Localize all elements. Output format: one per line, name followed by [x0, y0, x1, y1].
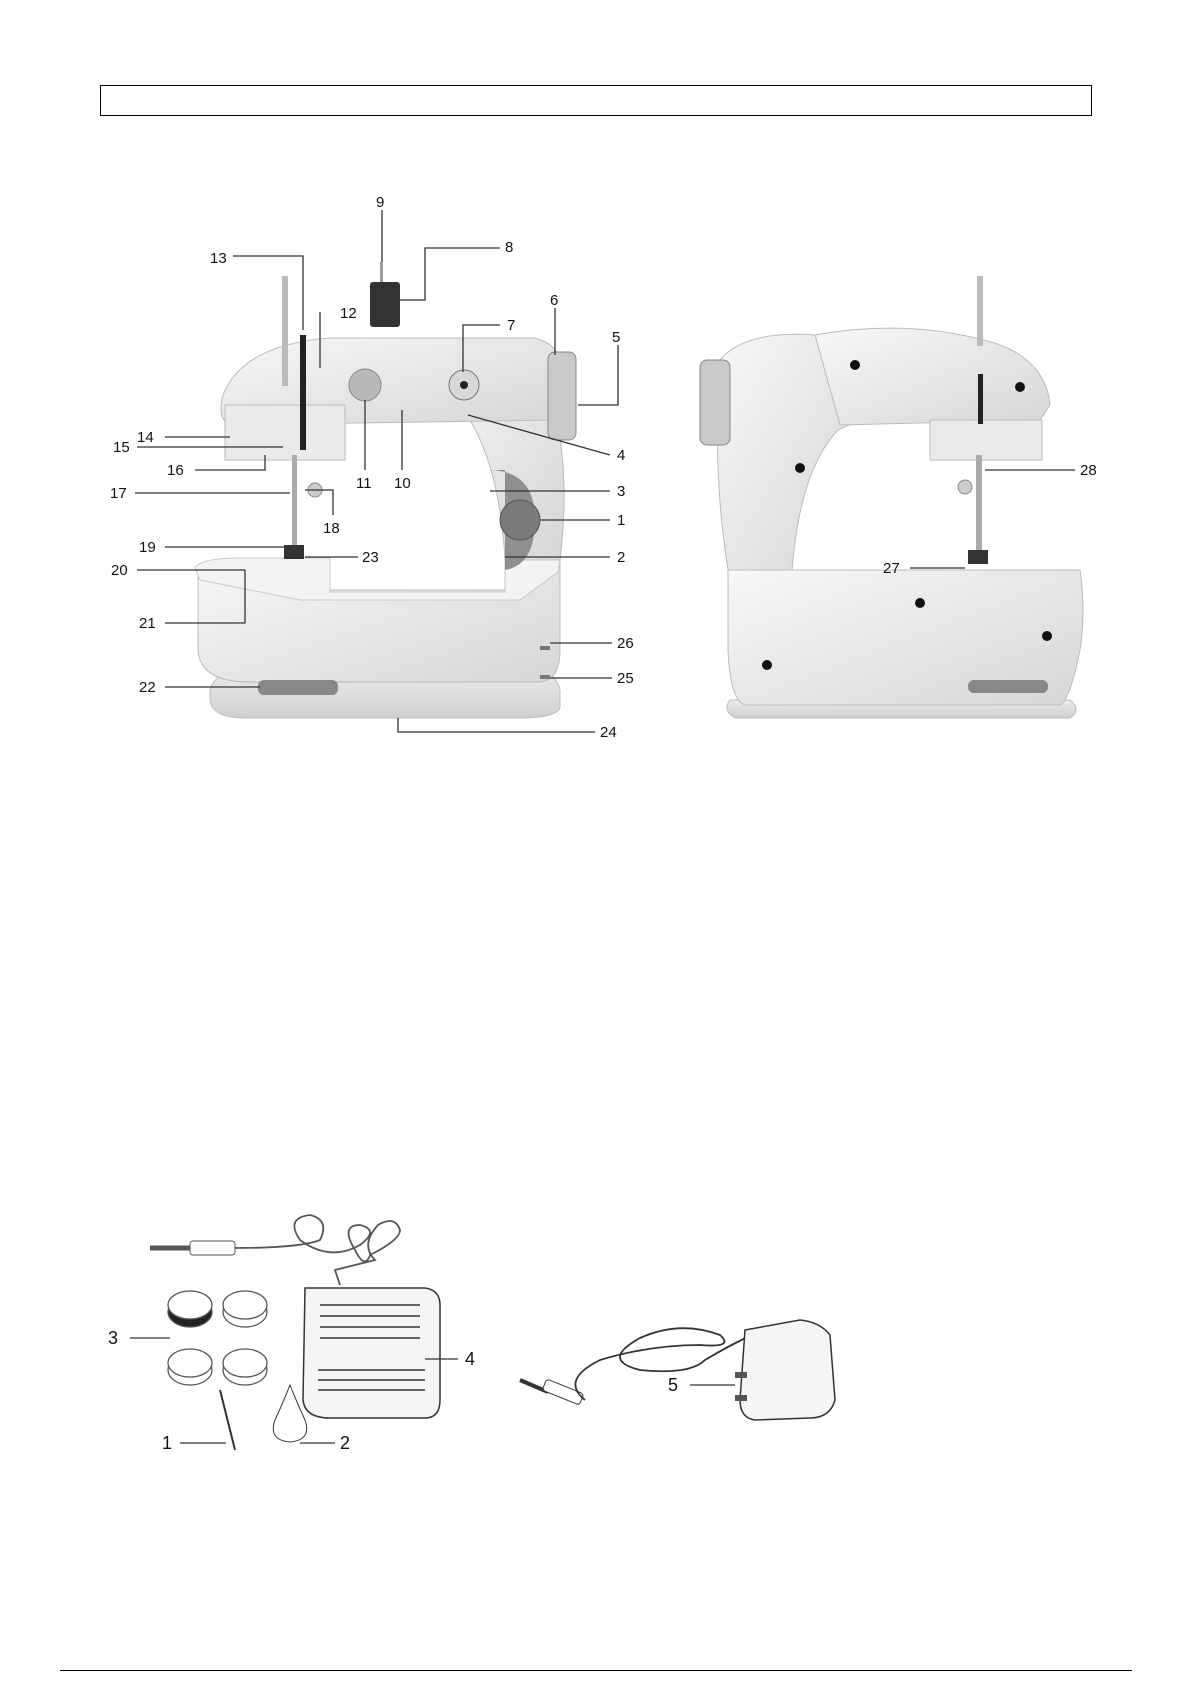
- callout-28: 28: [1080, 462, 1097, 479]
- callout-24: 24: [600, 724, 617, 741]
- callout-11: 11: [356, 475, 372, 492]
- callout-5: 5: [612, 329, 620, 346]
- accessory-callout-4: 4: [465, 1349, 475, 1369]
- accessory-callout-1: 1: [162, 1433, 172, 1453]
- back-view-machine: [700, 276, 1083, 718]
- callout-25: 25: [617, 670, 634, 687]
- callout-8: 8: [505, 239, 513, 256]
- callout-6: 6: [550, 292, 558, 309]
- callout-9: 9: [376, 194, 384, 211]
- callout-15: 15: [113, 439, 130, 456]
- sewing-machine-figure: 9 8 13 12 7 6 5 4 11 10 14 15 16 17 18 1…: [0, 0, 1192, 760]
- bobbins: [168, 1291, 267, 1385]
- callout-22: 22: [139, 679, 156, 696]
- callout-10: 10: [394, 475, 411, 492]
- callout-4: 4: [617, 447, 625, 464]
- accessory-callout-3: 3: [108, 1328, 118, 1348]
- needle-threader: [220, 1385, 307, 1450]
- callout-3: 3: [617, 483, 625, 500]
- callout-27: 27: [883, 560, 900, 577]
- callout-14: 14: [137, 429, 154, 446]
- callout-21: 21: [139, 615, 156, 632]
- callout-2: 2: [617, 549, 625, 566]
- callout-13: 13: [210, 250, 227, 267]
- callout-7: 7: [507, 317, 515, 334]
- callout-26: 26: [617, 635, 634, 652]
- accessory-callout-2: 2: [340, 1433, 350, 1453]
- front-view-machine: [195, 262, 576, 718]
- callout-12: 12: [340, 305, 357, 322]
- callout-17: 17: [110, 485, 127, 502]
- callout-23: 23: [362, 549, 379, 566]
- accessory-callout-lines: [130, 1338, 735, 1443]
- foot-pedal: [303, 1288, 440, 1418]
- callout-20: 20: [111, 562, 128, 579]
- callout-18: 18: [323, 520, 340, 537]
- callout-1: 1: [617, 512, 625, 529]
- foot-pedal-cord: [150, 1215, 400, 1285]
- footer-rule: [60, 1670, 1132, 1671]
- callout-19: 19: [139, 539, 156, 556]
- accessory-callout-numbers: 3 4 1 2 5: [108, 1328, 678, 1453]
- accessory-callout-5: 5: [668, 1375, 678, 1395]
- power-adapter: [520, 1320, 835, 1420]
- callout-16: 16: [167, 462, 184, 479]
